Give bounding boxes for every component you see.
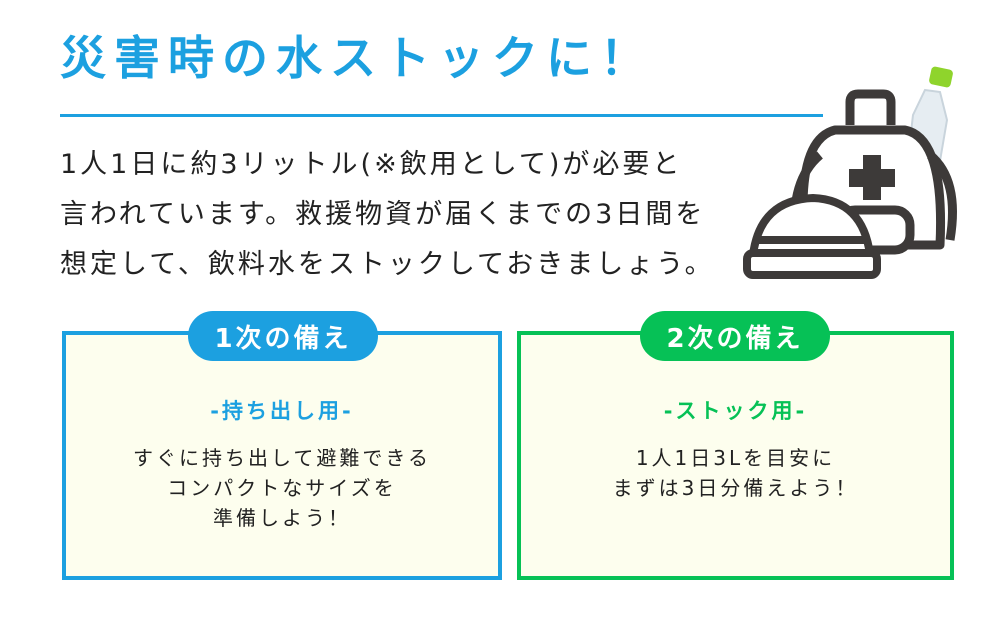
secondary-preparation-badge: 2次の備え <box>640 311 830 361</box>
card-line: まずは3日分備えよう！ <box>612 476 859 500</box>
intro-line: 想定して、飲料水をストックしておきましょう。 <box>60 249 715 280</box>
secondary-preparation-card: -ストック用- 1人1日3Lを目安に まずは3日分備えよう！ <box>517 331 954 580</box>
helmet-icon <box>743 194 881 279</box>
card-line: すぐに持ち出して避難できる <box>133 446 431 470</box>
intro-text: 1人1日に約3リットル(※飲用として)が必要と 言われています。救援物資が届くま… <box>60 140 760 290</box>
card-line: 準備しよう！ <box>213 506 351 530</box>
page-title: 災害時の水ストックに！ <box>60 31 654 85</box>
card-body: 1人1日3Lを目安に まずは3日分備えよう！ <box>521 443 950 503</box>
intro-line: 1人1日に約3リットル(※飲用として)が必要と <box>60 149 683 180</box>
card-subtitle: -ストック用- <box>663 399 808 423</box>
primary-preparation-badge: 1次の備え <box>188 311 378 361</box>
card-body: すぐに持ち出して避難できる コンパクトなサイズを 準備しよう！ <box>66 443 498 533</box>
intro-line: 言われています。救援物資が届くまでの3日間を <box>60 199 706 230</box>
emergency-kit-illustration <box>743 66 957 279</box>
medical-cross-icon <box>849 155 895 200</box>
card-line: 1人1日3Lを目安に <box>635 446 836 470</box>
card-line: コンパクトなサイズを <box>167 476 397 500</box>
primary-preparation-card: -持ち出し用- すぐに持ち出して避難できる コンパクトなサイズを 準備しよう！ <box>62 331 502 580</box>
card-subtitle: -持ち出し用- <box>210 399 354 423</box>
title-underline <box>60 114 823 117</box>
